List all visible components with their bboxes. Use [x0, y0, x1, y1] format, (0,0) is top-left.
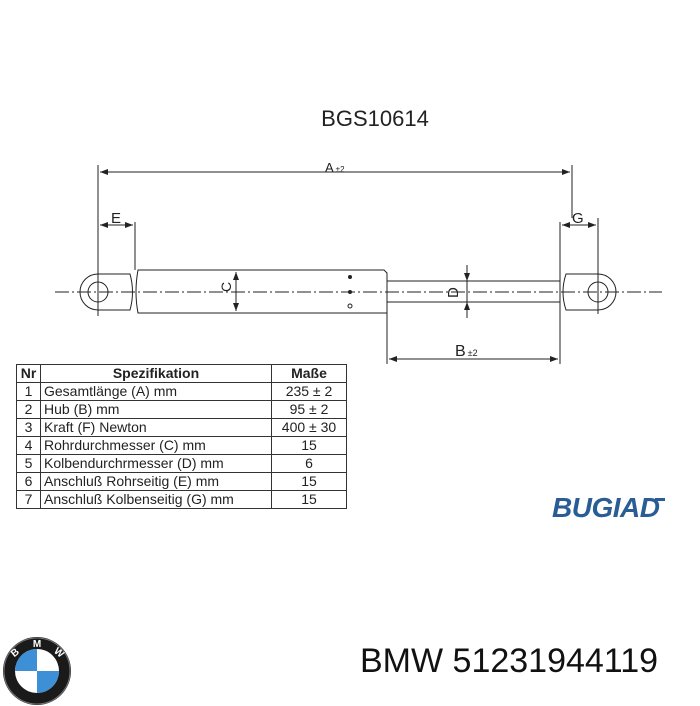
dim-label-d: D [445, 287, 462, 298]
row-spec: Rohrdurchmesser (C) mm [40, 436, 272, 455]
row-nr: 3 [16, 418, 41, 437]
row-spec: Anschluß Kolbenseitig (G) mm [40, 490, 272, 509]
row-spec: Gesamtlänge (A) mm [40, 382, 272, 401]
drawing-title: BGS10614 [321, 106, 429, 131]
table-row: 3 Kraft (F) Newton 400 ± 30 [16, 418, 347, 437]
row-value: 6 [271, 454, 347, 473]
table-row: 6 Anschluß Rohrseitig (E) mm 15 [16, 472, 347, 491]
bugiad-logo: BUGIAD [552, 492, 666, 524]
header-value: Maße [271, 364, 347, 383]
row-nr: 5 [16, 454, 41, 473]
row-nr: 7 [16, 490, 41, 509]
dim-label-e: E [111, 210, 121, 227]
dim-label-a: A±2 [325, 160, 345, 175]
table-row: 7 Anschluß Kolbenseitig (G) mm 15 [16, 490, 347, 509]
row-value: 400 ± 30 [271, 418, 347, 437]
row-nr: 2 [16, 400, 41, 419]
spec-table: Nr Spezifikation Maße 1 Gesamtlänge (A) … [16, 364, 347, 509]
svg-text:M: M [33, 639, 41, 650]
row-nr: 4 [16, 436, 41, 455]
table-header-row: Nr Spezifikation Maße [16, 364, 347, 383]
table-row: 1 Gesamtlänge (A) mm 235 ± 2 [16, 382, 347, 401]
row-spec: Hub (B) mm [40, 400, 272, 419]
part-number: BMW 51231944119 [360, 642, 659, 680]
row-spec: Kolbendurchrmesser (D) mm [40, 454, 272, 473]
row-spec: Kraft (F) Newton [40, 418, 272, 437]
bugiad-logo-text: BUGIAD [552, 492, 660, 523]
row-nr: 6 [16, 472, 41, 491]
row-value: 15 [271, 436, 347, 455]
table-row: 4 Rohrdurchmesser (C) mm 15 [16, 436, 347, 455]
gas-spring-drawing: A±2 E G C D B±2 [55, 160, 662, 364]
row-value: 235 ± 2 [271, 382, 347, 401]
bmw-logo-icon: B M W [3, 637, 71, 705]
row-value: 15 [271, 472, 347, 491]
table-row: 2 Hub (B) mm 95 ± 2 [16, 400, 347, 419]
row-value: 15 [271, 490, 347, 509]
dim-label-c: C [218, 282, 234, 292]
dim-label-g: G [572, 210, 584, 227]
row-nr: 1 [16, 382, 41, 401]
table-row: 5 Kolbendurchrmesser (D) mm 6 [16, 454, 347, 473]
row-spec: Anschluß Rohrseitig (E) mm [40, 472, 272, 491]
header-nr: Nr [16, 364, 41, 383]
dim-label-b: B±2 [455, 343, 478, 360]
header-spec: Spezifikation [40, 364, 272, 383]
bugiad-logo-bar [655, 498, 666, 501]
row-value: 95 ± 2 [271, 400, 347, 419]
